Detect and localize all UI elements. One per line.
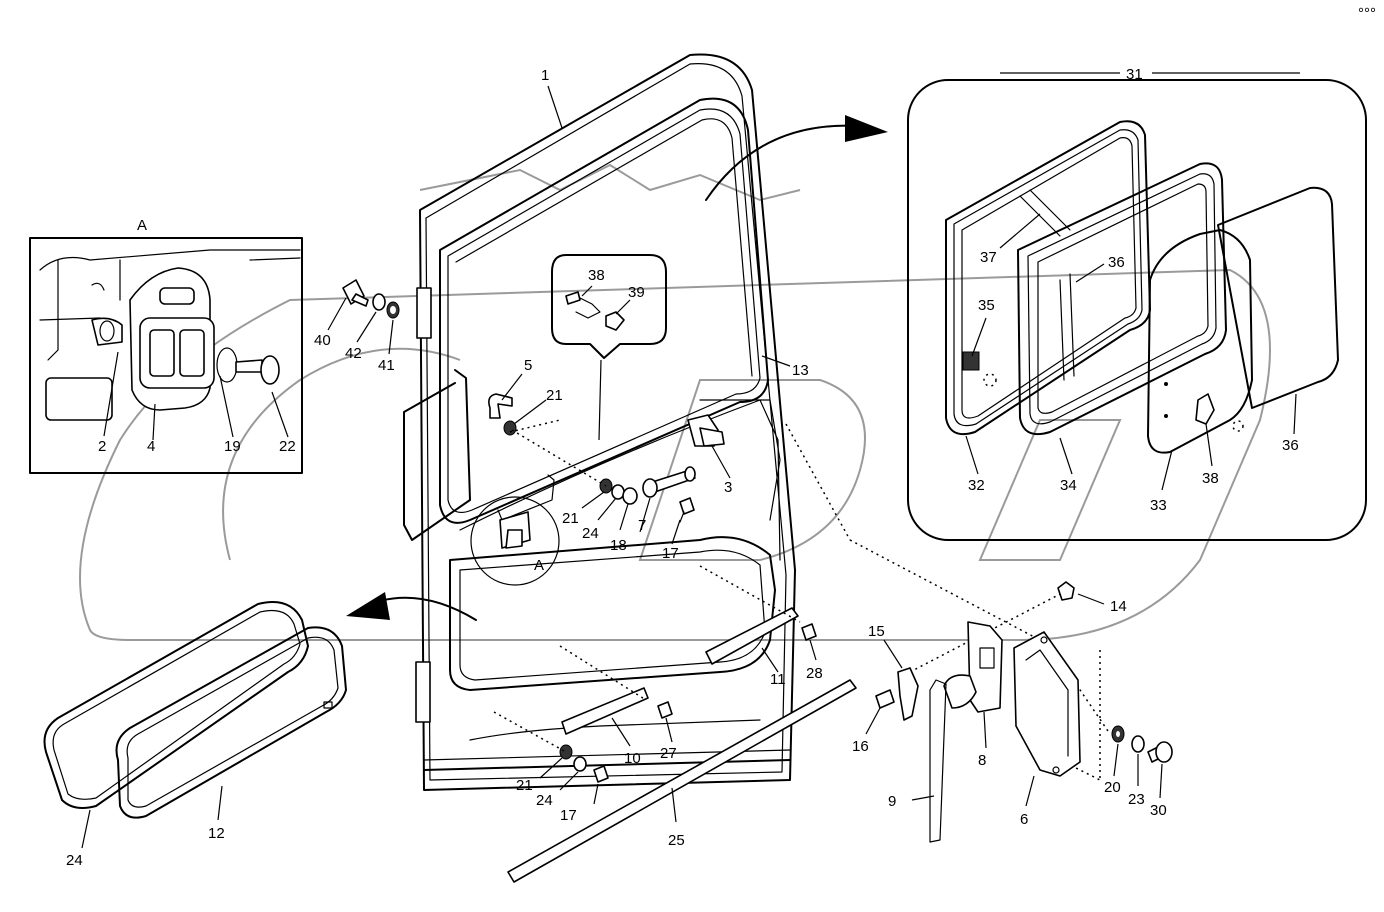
- arrow-to-window-kit: [705, 115, 888, 201]
- label-24b: 24: [536, 792, 553, 809]
- label-26: 25: [668, 832, 685, 849]
- label-21b: 21: [562, 510, 579, 527]
- label-37: 37: [980, 249, 997, 266]
- label-17a: 17: [662, 545, 679, 562]
- label-16: 16: [852, 738, 869, 755]
- arrow-to-lower-window: [346, 592, 477, 621]
- label-32: 36: [1282, 437, 1299, 454]
- label-5: 5: [524, 357, 532, 374]
- label-27b: 28: [806, 665, 823, 682]
- window-kit-box: 31 37 36 35 32 34 33: [907, 66, 1367, 541]
- corner-mark: °°°: [1358, 5, 1376, 22]
- label-38: 38: [588, 267, 605, 284]
- label-10: 10: [624, 750, 641, 767]
- lower-window: 24 12: [43, 601, 347, 869]
- detail-a-box: A 2 4 19 22: [29, 217, 303, 474]
- label-30: 32: [968, 477, 985, 494]
- runners: 10 11 27 28 21 24 17: [516, 607, 823, 824]
- label-4: 4: [147, 438, 155, 455]
- label-9: 9: [888, 793, 896, 810]
- label-1: 1: [541, 67, 549, 84]
- label-13: 13: [792, 362, 809, 379]
- label-25: 24: [66, 852, 83, 869]
- label-11: 11: [770, 671, 786, 688]
- label-35: 35: [978, 297, 995, 314]
- label-34: 38: [1202, 470, 1219, 487]
- label-29: 31: [1126, 66, 1143, 83]
- label-22: 22: [279, 438, 296, 455]
- label-23: 23: [1128, 791, 1145, 808]
- detail-a-title: A: [137, 217, 147, 234]
- door-panel: A: [403, 53, 796, 791]
- label-21c: 21: [516, 777, 533, 794]
- label-27a: 27: [660, 745, 677, 762]
- label-2: 2: [98, 438, 106, 455]
- label-8: 8: [978, 752, 986, 769]
- label-33: 34: [1060, 477, 1077, 494]
- label-41: 41: [378, 357, 395, 374]
- label-6: 6: [1020, 811, 1028, 828]
- label-12: 12: [208, 825, 225, 842]
- label-31: 33: [1150, 497, 1167, 514]
- label-15: 15: [868, 623, 885, 640]
- rubber-strip: 25: [507, 679, 857, 883]
- bolt-group-40-42-41: 40 42 41: [314, 279, 400, 374]
- door-labels: 1 5 21 13 3 21 24 18 7 17: [501, 67, 809, 562]
- callout-38-39: 38 39: [551, 254, 667, 441]
- label-19: 19: [224, 438, 241, 455]
- label-39: 39: [628, 284, 645, 301]
- label-14: 14: [1110, 598, 1127, 615]
- callout-a: A: [534, 557, 544, 574]
- label-17b: 17: [560, 807, 577, 824]
- label-18: 18: [610, 537, 627, 554]
- label-42: 42: [345, 345, 362, 362]
- label-40: 40: [314, 332, 331, 349]
- lock-mechanism: 14 15 16 8 9 6 20 23 30: [852, 581, 1173, 843]
- label-7: 7: [638, 517, 646, 534]
- label-3: 3: [724, 479, 732, 496]
- label-28: 30: [1150, 802, 1167, 819]
- label-20: 20: [1104, 779, 1121, 796]
- label-36: 36: [1108, 254, 1125, 271]
- label-21a: 21: [546, 387, 563, 404]
- label-24a: 24: [582, 525, 599, 542]
